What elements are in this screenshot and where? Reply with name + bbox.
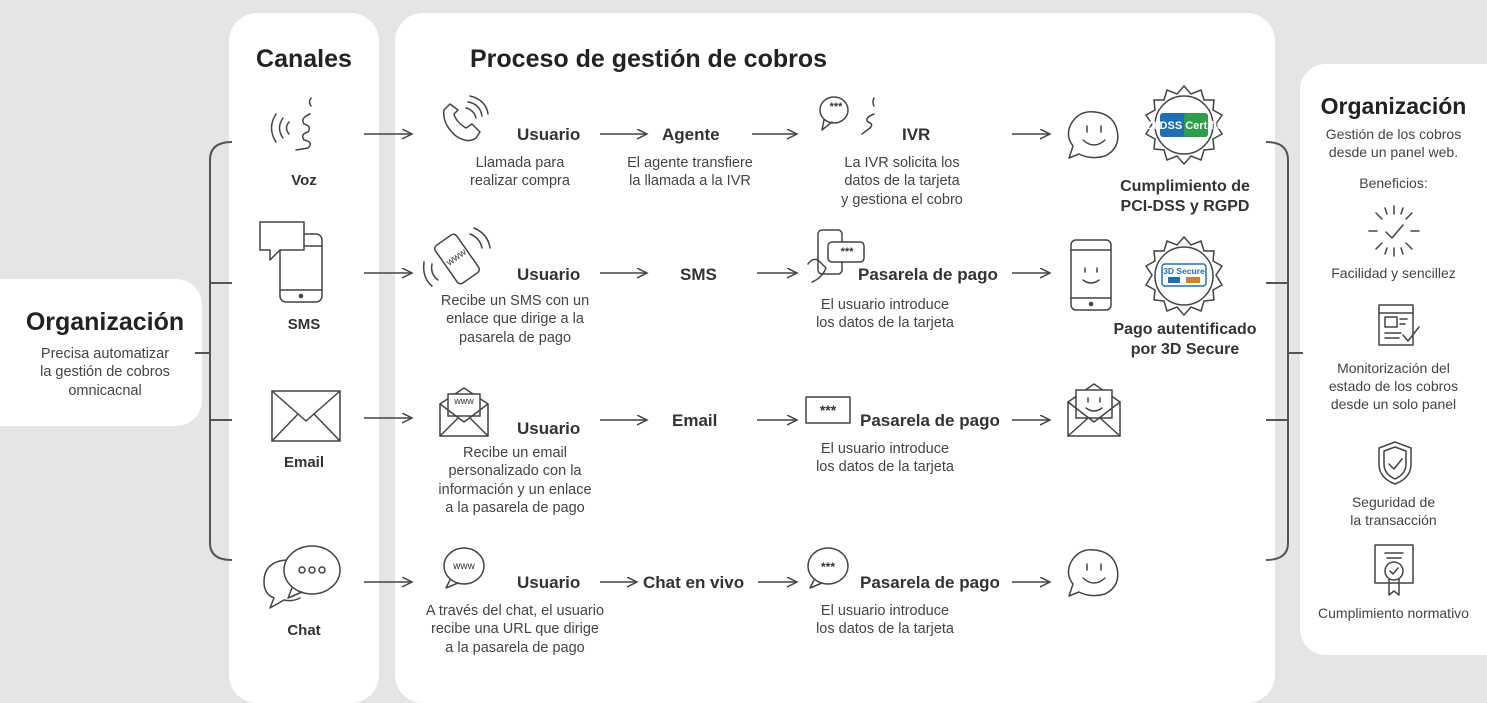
email-mid-label: Email [672, 411, 718, 430]
voz-user-label: Usuario [517, 125, 581, 144]
email-gateway-stars-text: *** [819, 402, 837, 418]
right-organization-panel [1300, 64, 1487, 655]
email-user-description: Recibe un email personalizado con la inf… [438, 445, 592, 517]
envelope-www-icon [436, 384, 492, 438]
sms-gateway-stars-text: *** [840, 246, 854, 258]
phone-smiley-icon [1069, 238, 1113, 312]
ivr-voice-icon [818, 94, 894, 138]
sms-mid-label: SMS [680, 265, 717, 284]
hand-phone-card-icon [806, 226, 868, 286]
email-gateway-description: El usuario introduce los datos de la tar… [816, 441, 954, 476]
certificate-icon [1373, 543, 1415, 597]
voz-ivr-label: IVR [902, 125, 931, 144]
right-org-title: Organización [1320, 93, 1467, 119]
shield-check-icon [1375, 440, 1415, 486]
left-org-description: Precisa automatizar la gestión de cobros… [40, 346, 170, 399]
left-organization-panel [0, 279, 202, 426]
sms-user-label: Usuario [517, 265, 581, 284]
smiley-face-icon [1063, 110, 1123, 160]
sms-gateway-description: El usuario introduce los datos de la tar… [816, 297, 954, 332]
benefit-3-label: Seguridad de la transacción [1350, 494, 1437, 528]
pci-dss-badge-text: PCI DSS Certified [1138, 120, 1230, 132]
chat-gateway-label: Pasarela de pago [860, 573, 1000, 592]
channel-email-label: Email [283, 454, 325, 471]
3d-secure-badge: 3D Secure [1142, 235, 1226, 319]
email-user-label: Usuario [517, 419, 581, 438]
pci-dss-badge: PCI DSS Certified [1138, 84, 1230, 168]
email-gateway-label: Pasarela de pago [860, 411, 1000, 430]
voz-ivr-description: La IVR solicita los datos de la tarjeta … [841, 155, 963, 208]
chat-bubbles-icon [258, 540, 350, 612]
chat-card-icon [804, 546, 852, 590]
benefit-4-label: Cumplimiento normativo [1318, 605, 1469, 621]
dashboard-check-icon [1373, 303, 1421, 349]
voz-agent-description: El agente transfiere la llamada a la IVR [627, 155, 753, 190]
chat-mid-label: Chat en vivo [643, 573, 745, 592]
benefit-2-label: Monitorización del estado de los cobros … [1328, 360, 1459, 412]
chat-gateway-stars-text: *** [820, 560, 835, 574]
left-org-title: Organización [25, 308, 185, 336]
voz-agent-label: Agente [662, 125, 720, 144]
3d-secure-badge-text: 3D Secure [1163, 266, 1205, 276]
chat-www-icon [440, 546, 488, 590]
process-title: Proceso de gestión de cobros [470, 45, 828, 73]
chat-user-label: Usuario [517, 573, 581, 592]
channels-title: Canales [256, 45, 352, 73]
voice-icon [270, 92, 330, 154]
ivr-stars-text: *** [829, 101, 843, 113]
benefit-1-label: Facilidad y sencillez [1331, 265, 1456, 281]
envelope-smiley-icon [1064, 382, 1124, 438]
right-org-benefits-label: Beneficios: [1359, 175, 1428, 191]
sms-cert-label: Pago autentificado por 3D Secure [1113, 321, 1257, 358]
chat-smiley-icon [1063, 548, 1123, 598]
chat-www-text: www [453, 561, 475, 572]
card-code-icon [804, 395, 852, 425]
process-panel [395, 13, 1275, 703]
sms-gateway-label: Pasarela de pago [858, 265, 998, 284]
phone-call-icon [440, 100, 488, 144]
channel-voz-label: Voz [291, 172, 317, 189]
channel-sms-label: SMS [287, 316, 321, 333]
channel-chat-label: Chat [287, 622, 321, 639]
voz-cert-label: Cumplimiento de PCI-DSS y RGPD [1120, 178, 1250, 215]
vibrating-phone-www-icon [428, 230, 494, 290]
envelope-icon [270, 389, 342, 443]
right-org-description: Gestión de los cobros desde un panel web… [1325, 126, 1462, 160]
chat-gateway-description: El usuario introduce los datos de la tar… [816, 603, 954, 638]
voz-user-description: Llamada para realizar compra [470, 155, 570, 190]
sms-user-description: Recibe un SMS con un enlace que dirige a… [440, 293, 590, 346]
chat-user-description: A través del chat, el usuario recibe una… [425, 603, 605, 656]
smartphone-sms-icon [258, 220, 330, 304]
sparkle-check-icon [1367, 204, 1421, 258]
email-www-text: www [454, 396, 474, 406]
